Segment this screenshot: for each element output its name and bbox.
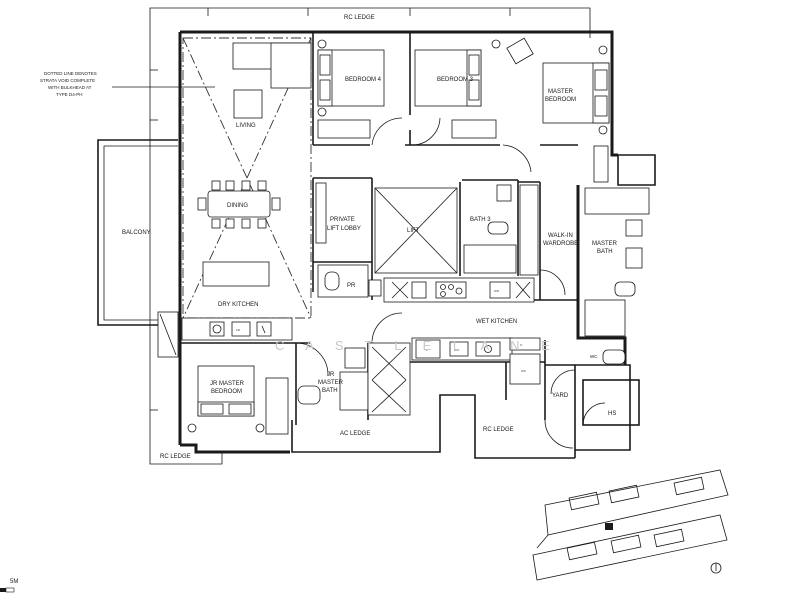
living-label: LIVING — [236, 123, 256, 129]
svg-text:BEDROOM: BEDROOM — [211, 389, 242, 395]
svg-text:LIFT LOBBY: LIFT LOBBY — [327, 226, 361, 232]
dry-kitchen-label: DRY KITCHEN — [218, 302, 258, 308]
svg-text:FR: FR — [236, 328, 241, 332]
yard: YARD WC — [550, 349, 626, 399]
bath-3: BATH 3 — [463, 184, 539, 276]
svg-text:F: F — [426, 348, 428, 352]
svg-text:BATH: BATH — [597, 249, 613, 255]
svg-text:WC: WC — [590, 354, 598, 359]
ac-ledge-label: AC LEDGE — [340, 431, 370, 437]
svg-text:RC LEDGE: RC LEDGE — [160, 454, 191, 460]
walk-in-wardrobe-label: WALK-IN — [548, 233, 573, 239]
svg-text:RC LEDGE: RC LEDGE — [483, 427, 514, 433]
master-bath-label: MASTER — [592, 241, 618, 247]
rc-ledge-top-outline — [149, 7, 591, 420]
jr-master-bedroom-label: JR MASTER — [210, 381, 245, 387]
scale-label: 5M — [10, 579, 18, 585]
svg-text:DOTTED LINE DENOTES: DOTTED LINE DENOTES — [44, 71, 97, 76]
private-lift-lobby: PRIVATE LIFT LOBBY — [315, 182, 361, 244]
household-shelter: HS — [582, 379, 640, 426]
jr-master-bath: JR MASTER BATH — [297, 342, 411, 416]
bedroom-3: BEDROOM 3 — [411, 39, 532, 173]
jr-master-bedroom: JR MASTER BEDROOM — [187, 342, 329, 435]
balcony-label: BALCONY — [122, 230, 151, 236]
svg-text:WS: WS — [521, 369, 526, 373]
dry-kitchen-island: DRY KITCHEN — [202, 261, 270, 308]
rc-ledge-bottom-right: RC LEDGE — [483, 419, 574, 449]
dining-label: DINING — [227, 203, 248, 209]
dining-table: DINING — [197, 180, 281, 229]
scale-bar: 5M — [0, 579, 18, 593]
hs-label: HS — [608, 411, 616, 417]
svg-text:BEDROOM: BEDROOM — [545, 97, 576, 103]
walk-in-wardrobe: WALK-IN WARDROBE — [539, 233, 578, 296]
master-bedroom: MASTER BEDROOM — [506, 37, 610, 183]
lift: LIFT — [374, 187, 458, 274]
wet-kitchen-label: WET KITCHEN — [476, 319, 517, 325]
yard-label: YARD — [552, 393, 569, 399]
lift-label: LIFT — [407, 228, 420, 234]
balcony: BALCONY — [97, 139, 179, 358]
dry-kitchen-counter: FR — [181, 317, 293, 341]
living-sofa: LIVING — [232, 42, 312, 129]
master-bedroom-label: MASTER — [548, 89, 574, 95]
watermark: C A S T L E L A N E — [275, 338, 559, 353]
jr-master-bath-label: JR — [327, 372, 335, 378]
bath-3-label: BATH 3 — [470, 217, 491, 223]
svg-text:DW: DW — [454, 348, 459, 352]
svg-text:WARDROBE: WARDROBE — [543, 241, 578, 247]
void-annotation: DOTTED LINE DENOTES STRATA VOID COMPLETE… — [40, 71, 215, 97]
pr-label: PR — [347, 283, 356, 289]
svg-text:TYPE D4-PH: TYPE D4-PH — [56, 92, 83, 97]
powder-room: PR — [317, 264, 382, 298]
svg-text:BATH: BATH — [322, 388, 338, 394]
ac-ledge: AC LEDGE — [340, 431, 370, 437]
wet-kitchen-lower-counter: F DW O WS — [371, 312, 541, 385]
svg-text:WD: WD — [494, 289, 500, 293]
rc-ledge-top-label: RC LEDGE — [344, 15, 375, 21]
svg-text:WITH BULKHEAD AT: WITH BULKHEAD AT — [48, 85, 92, 90]
rc-ledge-bottom-left: RC LEDGE — [149, 420, 223, 465]
svg-text:MASTER: MASTER — [318, 380, 344, 386]
exterior-walls — [178, 30, 656, 459]
bedroom-4-label: BEDROOM 4 — [345, 77, 382, 83]
key-plan — [532, 469, 729, 581]
private-lift-lobby-label: PRIVATE — [330, 217, 355, 223]
svg-text:STRATA VOID COMPLETE: STRATA VOID COMPLETE — [40, 78, 95, 83]
svg-text:O: O — [520, 343, 523, 347]
wet-kitchen-counter: WD WET KITCHEN — [383, 277, 535, 325]
master-bath: MASTER BATH — [584, 187, 650, 337]
bedroom-4: BEDROOM 4 — [317, 39, 403, 146]
bedroom-3-label: BEDROOM 3 — [437, 77, 474, 83]
